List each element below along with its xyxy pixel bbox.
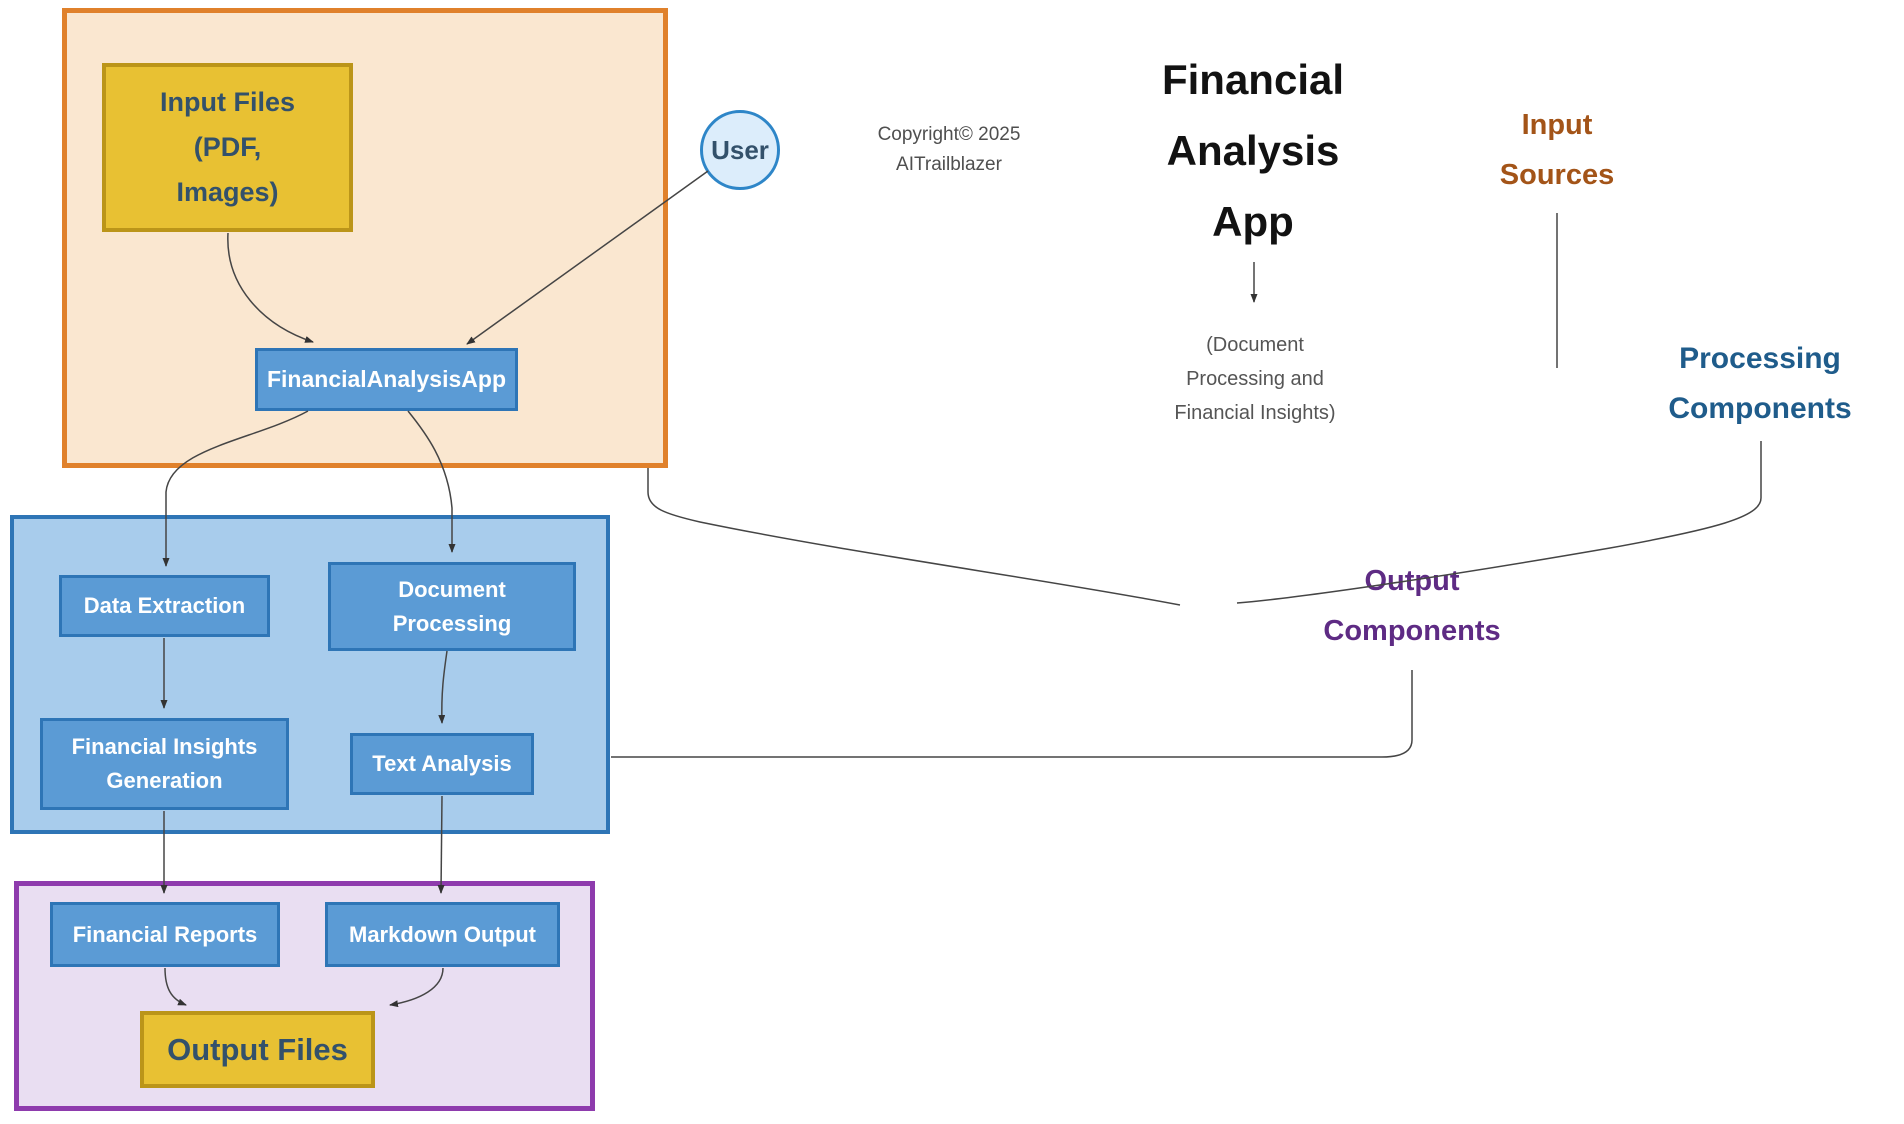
group-label-input-sources-line1: Input xyxy=(1521,109,1593,141)
copyright-line2: AITrailblazer xyxy=(896,154,1002,175)
node-input-files-line2: (PDF, xyxy=(193,132,262,162)
diagram-title-line3: App xyxy=(1212,198,1294,245)
node-text-analysis-label: Text Analysis xyxy=(372,751,512,776)
node-financial-reports: Financial Reports xyxy=(50,902,280,967)
user-actor-circle: User xyxy=(700,110,780,190)
diagram-title: Financial Analysis App xyxy=(1103,44,1403,257)
node-document-processing: Document Processing xyxy=(328,562,576,651)
group-label-output-components-line2: Components xyxy=(1323,615,1501,647)
node-markdown-output-label: Markdown Output xyxy=(349,921,536,947)
diagram-title-line1: Financial xyxy=(1161,56,1345,103)
diagram-subtitle-line2: Processing and xyxy=(1186,368,1324,390)
node-document-processing-line2: Processing xyxy=(392,610,512,636)
node-financial-analysis-app-label: FinancialAnalysisApp xyxy=(266,366,506,392)
group-label-processing-components-line1: Processing xyxy=(1679,342,1841,375)
group-label-input-sources-line2: Sources xyxy=(1499,159,1615,191)
line-input-group-to-output-label xyxy=(647,468,1181,606)
node-financial-analysis-app: FinancialAnalysisApp xyxy=(255,348,518,411)
diagram-title-line2: Analysis xyxy=(1166,127,1340,174)
user-actor-label: User xyxy=(711,134,769,165)
group-label-output-components: Output Components xyxy=(1262,556,1562,656)
node-input-files-line3: Images) xyxy=(176,177,279,207)
node-financial-insights-generation-line1: Financial Insights xyxy=(71,734,258,759)
node-markdown-output: Markdown Output xyxy=(325,902,560,967)
node-input-files-line1: Input Files xyxy=(160,87,295,117)
node-data-extraction: Data Extraction xyxy=(59,575,270,637)
node-output-files: Output Files xyxy=(140,1011,375,1088)
diagram-subtitle-line1: (Document xyxy=(1206,334,1304,356)
copyright-notice: Copyright© 2025 AITrailblazer xyxy=(824,120,1074,180)
group-label-processing-components-line2: Components xyxy=(1668,392,1852,425)
group-label-processing-components: Processing Components xyxy=(1610,334,1904,434)
node-document-processing-line1: Document xyxy=(398,576,506,602)
node-financial-reports-label: Financial Reports xyxy=(72,921,258,947)
group-label-output-components-line1: Output xyxy=(1364,565,1460,597)
line-output-label-to-processing-group xyxy=(611,670,1413,758)
diagram-subtitle-line3: Financial Insights) xyxy=(1174,402,1336,424)
node-financial-insights-generation: Financial Insights Generation xyxy=(40,718,289,810)
copyright-line1: Copyright© 2025 xyxy=(877,124,1021,145)
node-text-analysis: Text Analysis xyxy=(350,733,534,795)
node-output-files-label: Output Files xyxy=(167,1031,348,1067)
node-data-extraction-label: Data Extraction xyxy=(83,593,246,618)
node-financial-insights-generation-line2: Generation xyxy=(106,768,223,793)
diagram-subtitle: (Document Processing and Financial Insig… xyxy=(1105,328,1405,430)
node-input-files: Input Files (PDF, Images) xyxy=(102,63,353,232)
group-label-input-sources: Input Sources xyxy=(1457,100,1657,200)
